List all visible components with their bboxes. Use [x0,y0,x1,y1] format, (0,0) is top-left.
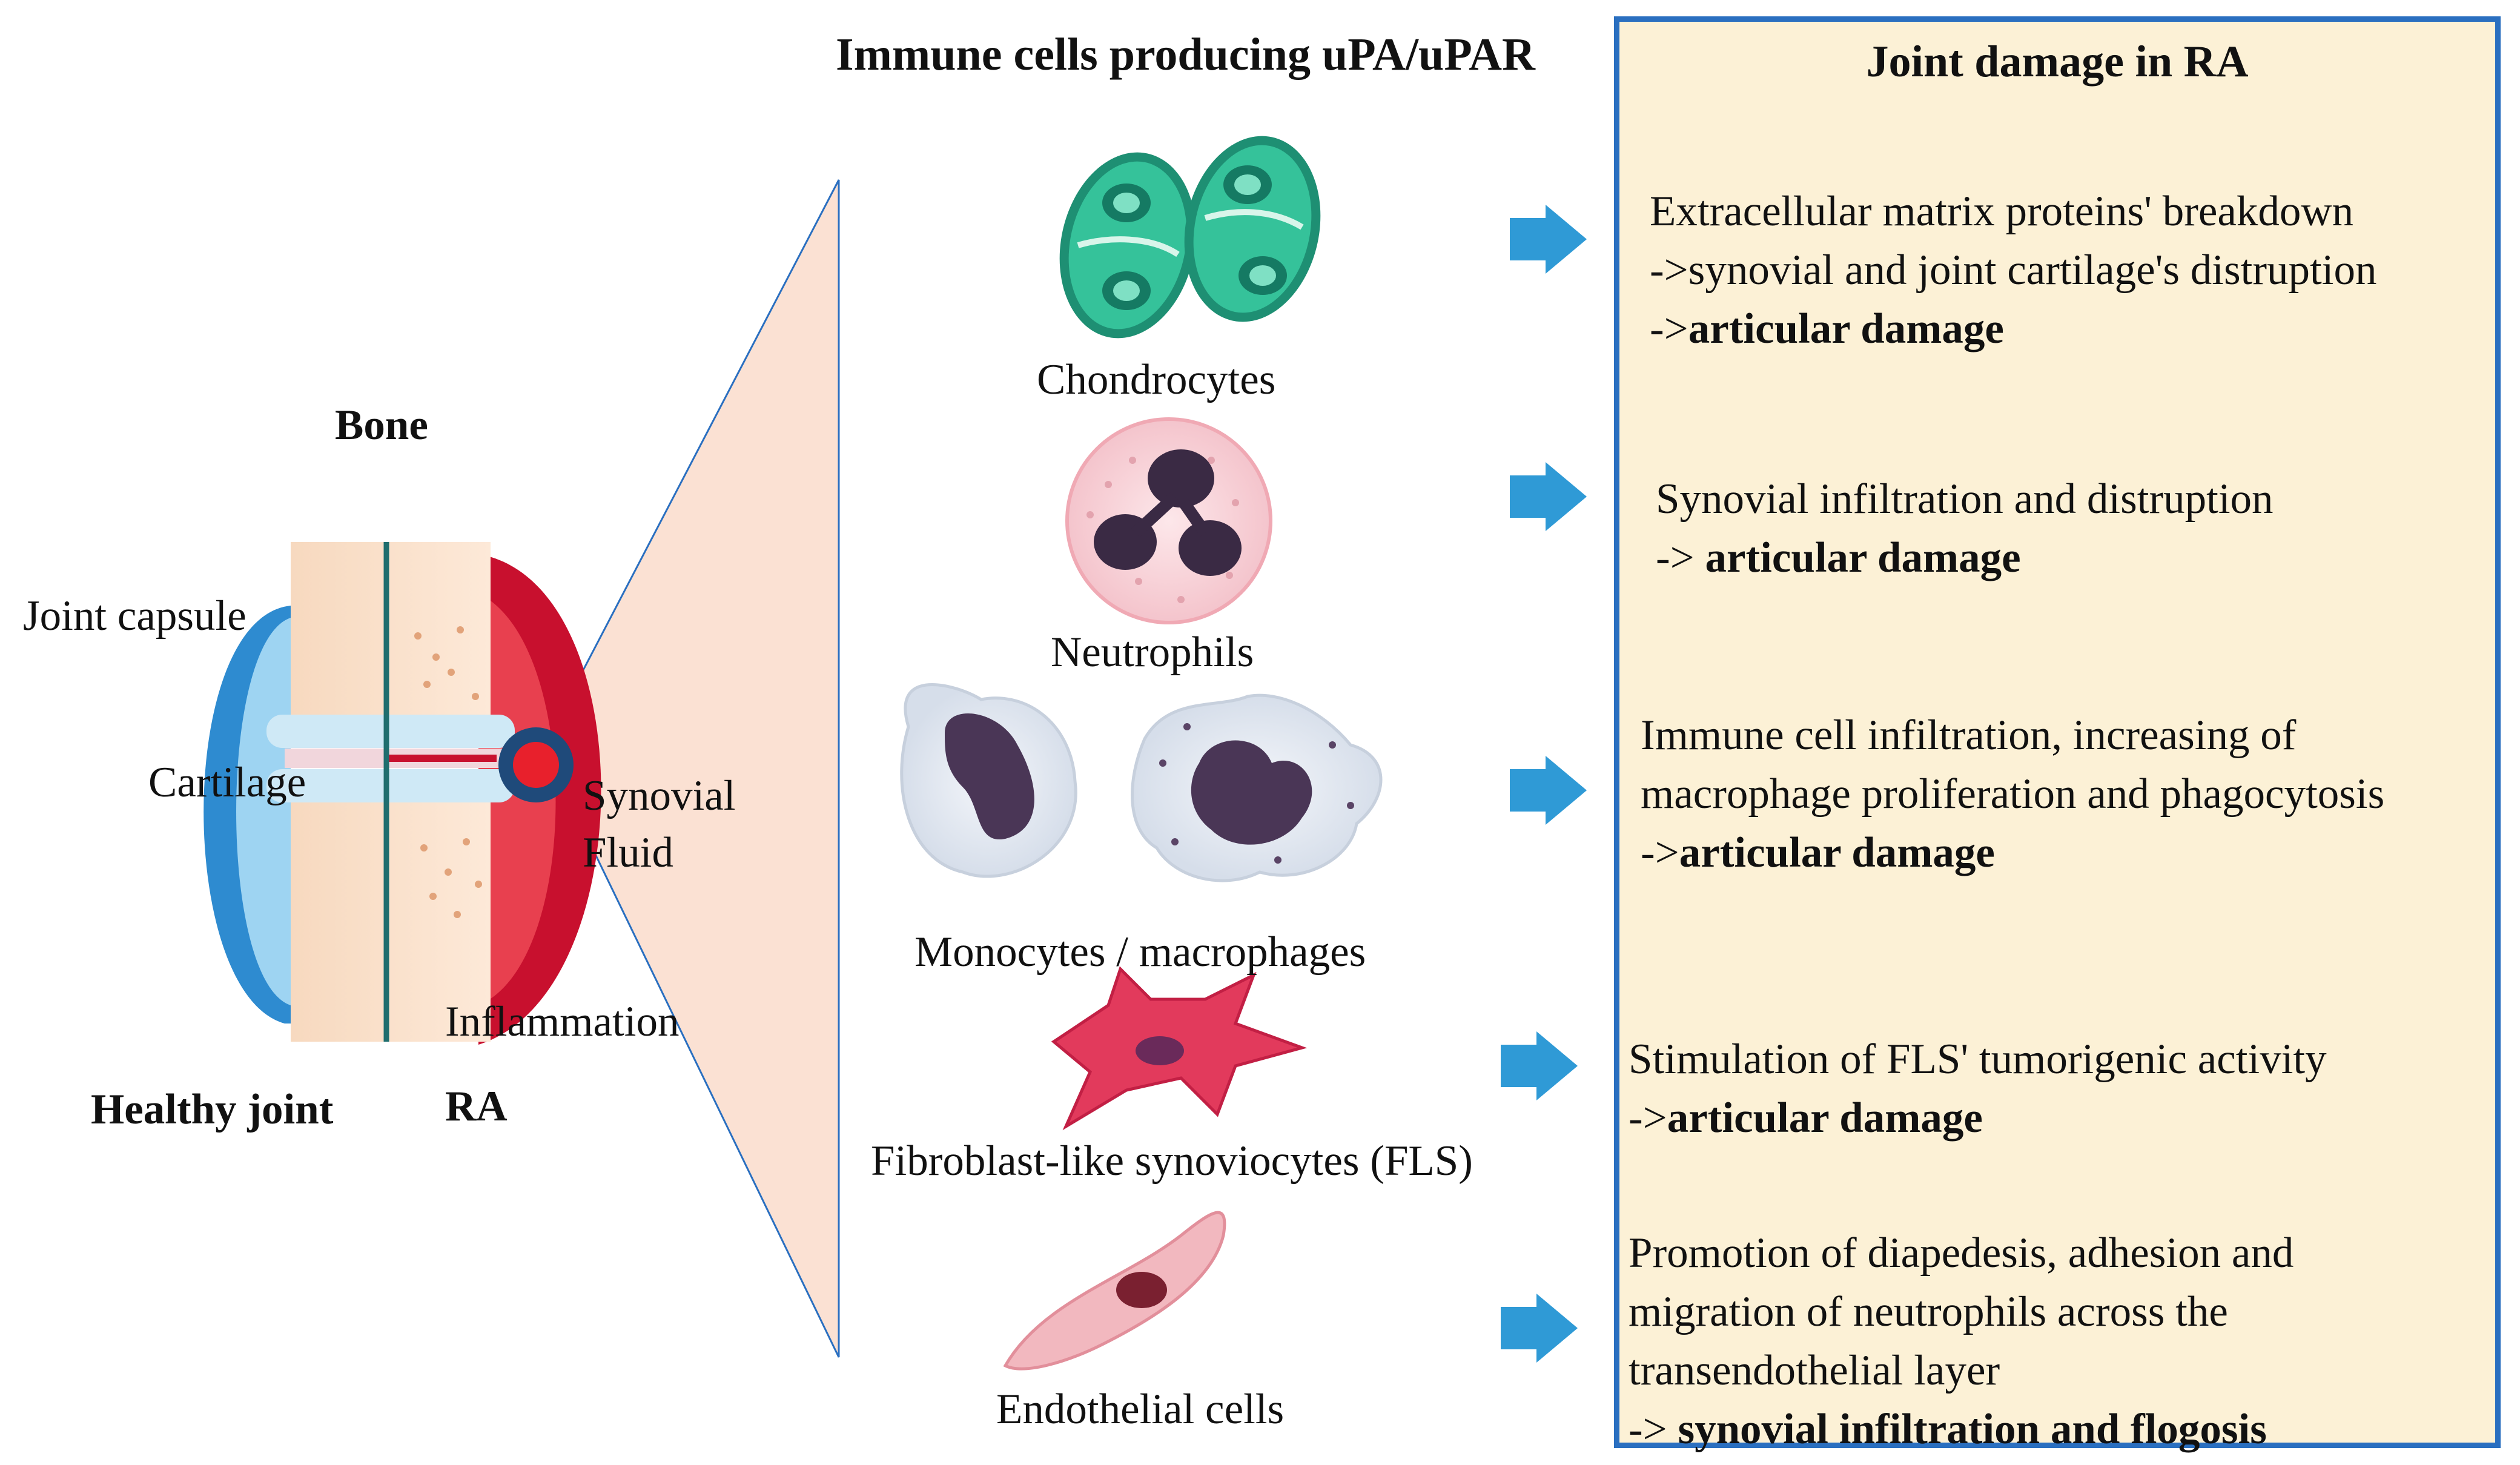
bone-erosion-dots [414,626,482,918]
entry-text-line: ->synovial and joint cartilage's distrup… [1650,246,2377,294]
healthy-joint-label: Healthy joint [91,1086,334,1133]
joint-capsule-inner [236,618,291,1005]
cell-label-monocytes: Monocytes / macrophages [914,928,1366,976]
entry-arrow: -> [1650,305,1688,352]
joint-illustration [203,542,601,1045]
entry-text-line: Immune cell infiltration, increasing of [1641,712,2297,759]
entry-result: articular damage [1667,1094,1983,1142]
damage-entry-5: Promotion of diapedesis, adhesion and mi… [1629,1224,2293,1459]
joint-capsule-label: Joint capsule [23,592,246,640]
cell-label-fls: Fibroblast-like synoviocytes (FLS) [871,1137,1473,1185]
upper-cartilage [266,715,515,748]
cell-label-chondrocytes: Chondrocytes [1037,356,1276,403]
cell-label-neutrophils: Neutrophils [1051,629,1254,676]
entry-text-line: migration of neutrophils across the [1629,1288,2228,1335]
fls-icon [1051,966,1308,1131]
entry-text-line: Promotion of diapedesis, adhesion and [1629,1229,2294,1277]
entry-result: articular damage [1679,829,1995,876]
panel-title: Joint damage in RA [1866,37,2249,87]
entry-result: articular damage [1688,305,2004,352]
damage-entry-3: Immune cell infiltration, increasing of … [1641,706,2384,882]
chondrocytes-icon [1059,136,1321,339]
entry-arrow: -> [1629,1094,1667,1142]
neutrophil-icon [1065,417,1272,624]
damage-entry-4: Stimulation of FLS' tumorigenic activity… [1629,1030,2327,1148]
upper-bone [291,542,491,724]
entry-text-line: transendothelial layer [1629,1347,2000,1394]
entry-text-line: Extracellular matrix proteins' breakdown [1650,188,2354,235]
synovial-fluid-core [513,742,559,788]
cartilage-label: Cartilage [148,759,306,806]
endothelial-cell-icon [1003,1211,1226,1371]
ra-label: RA [445,1083,508,1130]
entry-result: articular damage [1705,534,2021,581]
macrophage-icon [1131,693,1383,882]
entry-result: synovial infiltration and flogosis [1678,1406,2267,1453]
arrow-icon [1501,1294,1578,1363]
entry-text-line: macrophage proliferation and phagocytosi… [1641,770,2385,818]
arrow-icon [1510,462,1587,531]
joint-damage-panel: Joint damage in RA Extracellular matrix … [1614,16,2501,1453]
arrows [1501,205,1587,1363]
entry-arrow: -> [1629,1406,1678,1453]
cell-label-endothelial: Endothelial cells [996,1386,1285,1433]
arrow-icon [1501,1031,1578,1100]
figure-title: Immune cells producing uPA/uPAR [836,29,1535,80]
damage-entry-2: Synovial infiltration and distruption ->… [1656,470,2274,587]
arrow-icon [1510,205,1587,274]
bone-label: Bone [335,402,428,449]
inflammation-inner [478,594,556,1005]
fluid-label: Fluid [583,829,673,876]
synovial-label: Synovial [583,772,736,819]
monocyte-icon [900,683,1077,878]
zoom-wedge [542,179,840,1358]
entry-text-line: Stimulation of FLS' tumorigenic activity [1629,1036,2327,1083]
entry-text-line: Synovial infiltration and distruption [1656,475,2274,523]
lower-cartilage [266,769,515,802]
inflammation-label: Inflammation [445,998,680,1045]
damage-entry-1: Extracellular matrix proteins' breakdown… [1650,182,2376,359]
entry-arrow: -> [1641,829,1679,876]
entry-arrow: -> [1656,534,1705,581]
arrow-icon [1510,756,1587,825]
